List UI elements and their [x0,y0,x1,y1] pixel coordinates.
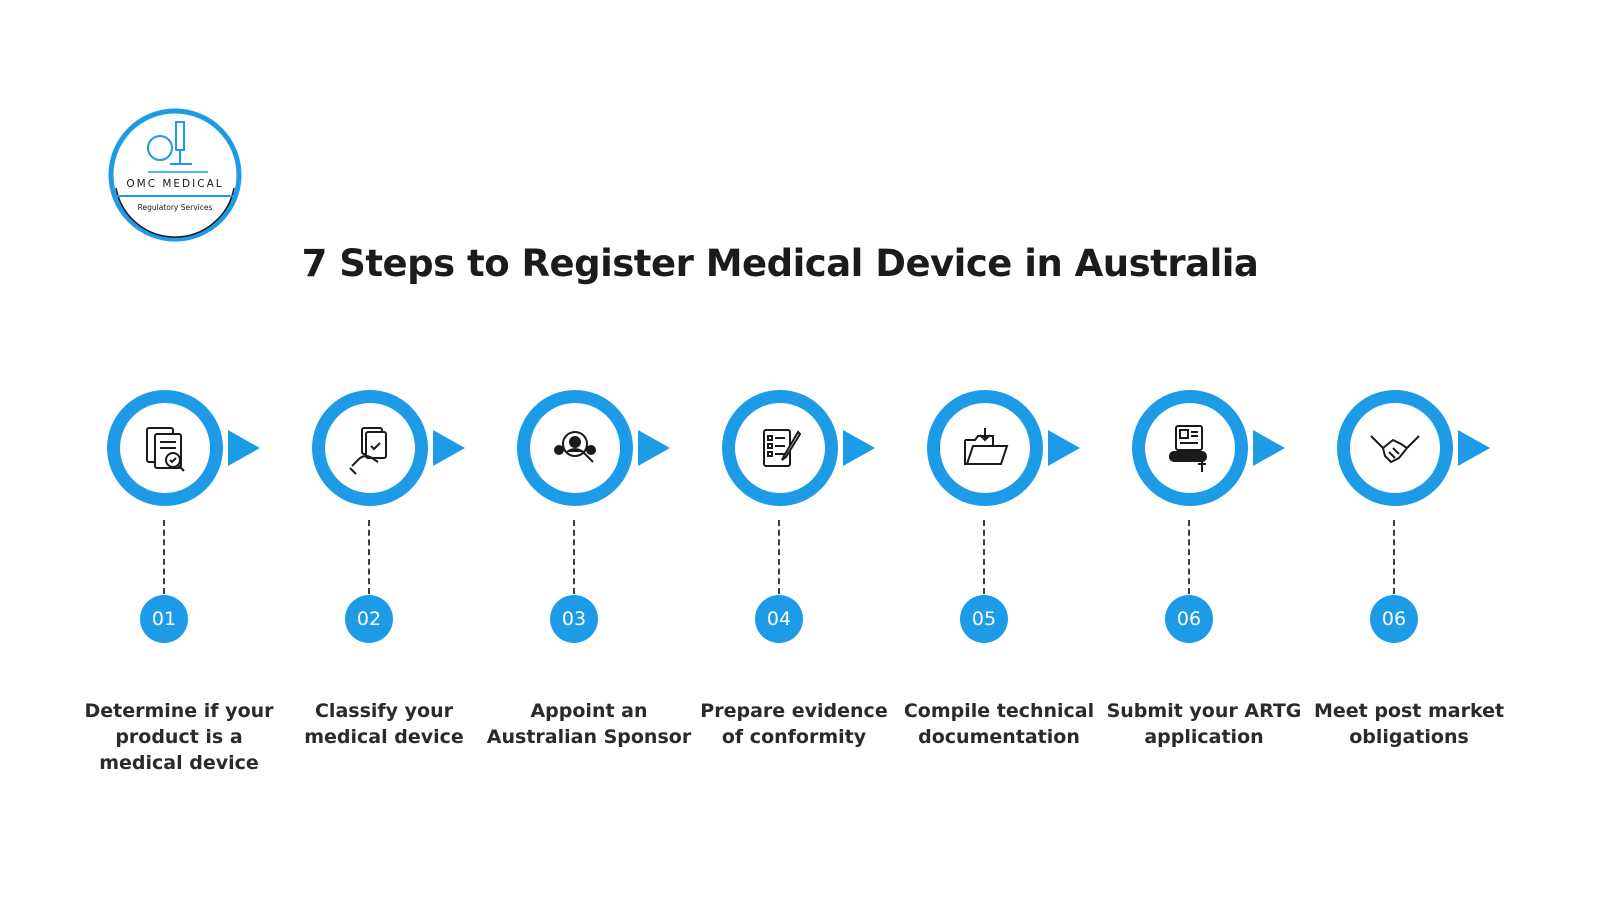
step-number: 06 [1370,595,1418,643]
step-number: 03 [550,595,598,643]
step-1: 01 Determine if your product is a medica… [84,380,300,840]
checklist-pen-icon [750,418,810,478]
step-number: 04 [755,595,803,643]
step-label: Compile technical documentation [903,700,1095,748]
logo-subtitle: Regulatory Services [137,203,213,212]
step-connector [778,520,780,594]
step-3: 03 Appoint an Australian Sponsor [487,380,710,840]
step-label: Determine if your product is a medical d… [84,700,274,774]
step-ring [295,380,505,520]
step-label: Prepare evidence of conformity [700,700,888,748]
handshake-icon [1365,418,1425,478]
step-number: 05 [960,595,1008,643]
step-number: 06 [1165,595,1213,643]
folder-download-icon [955,418,1015,478]
omc-medical-logo: OMC MEDICAL Regulatory Services [108,108,242,242]
step-label: Meet post market obligations [1313,700,1505,748]
hand-document-icon [340,418,400,478]
step-connector [1188,520,1190,594]
step-ring [705,380,915,520]
person-search-icon [545,418,605,478]
logo-name: OMC MEDICAL [126,178,224,190]
step-2: 02 Classify your medical device [295,380,505,840]
step-connector [573,520,575,594]
document-check-icon [135,418,195,478]
step-4: 04 Prepare evidence of conformity [700,380,915,840]
submit-form-icon [1160,418,1220,478]
step-label: Classify your medical device [304,700,464,748]
step-connector [1393,520,1395,594]
step-ring [500,380,710,520]
step-ring [910,380,1120,520]
step-connector [368,520,370,594]
step-label: Appoint an Australian Sponsor [486,700,692,748]
step-connector [983,520,985,594]
step-ring [1320,380,1530,520]
step-6: 06 Submit your ARTG application [1107,380,1325,840]
page-title: 7 Steps to Register Medical Device in Au… [301,242,1259,285]
step-number: 02 [345,595,393,643]
step-5: 05 Compile technical documentation [904,380,1120,840]
step-label: Submit your ARTG application [1106,700,1302,748]
step-number: 01 [140,595,188,643]
step-7: 06 Meet post market obligations [1314,380,1530,840]
logo-emblem [108,108,242,242]
step-ring [90,380,300,520]
step-ring [1115,380,1325,520]
step-connector [163,520,165,594]
